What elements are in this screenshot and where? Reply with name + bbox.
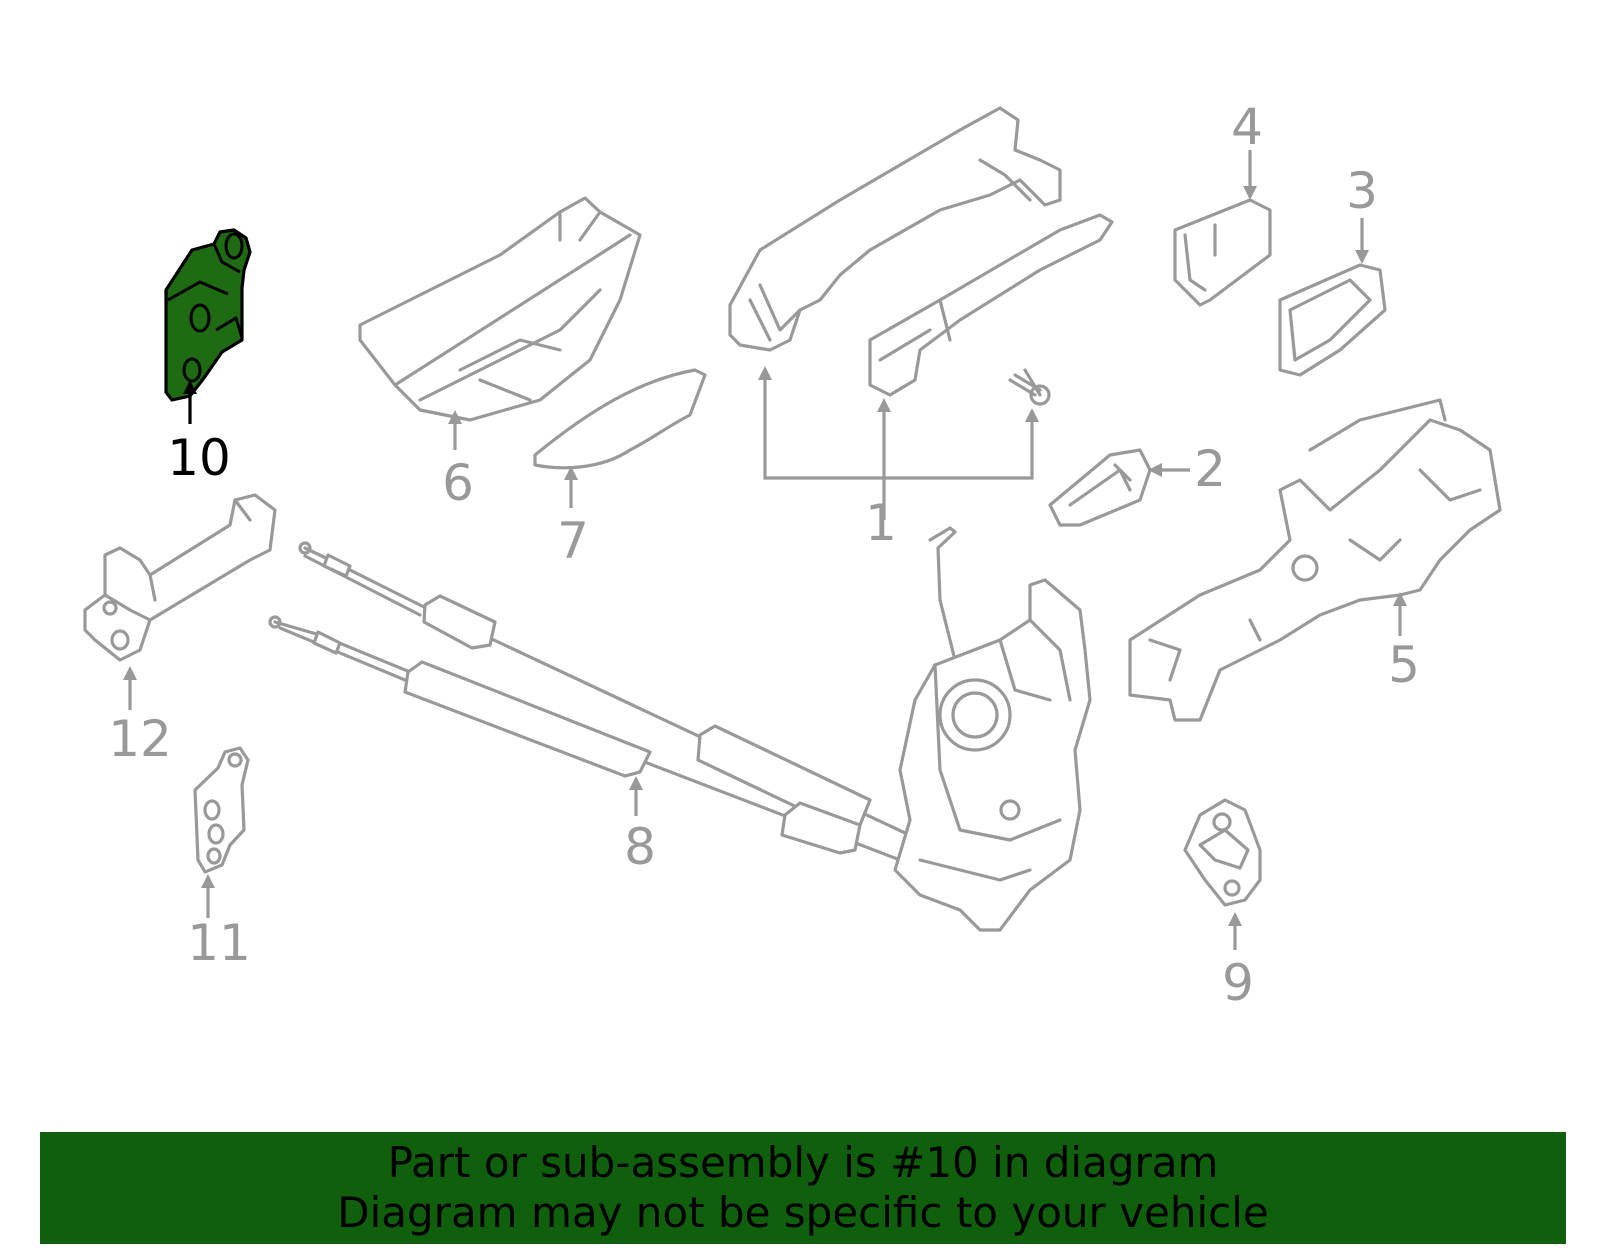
callout-3[interactable]: 3 (1346, 162, 1378, 220)
info-banner: Part or sub-assembly is #10 in diagram D… (40, 1132, 1566, 1244)
callout-10[interactable]: 10 (167, 429, 231, 487)
part-10-highlighted[interactable] (164, 228, 252, 402)
part-7-trim-piece (533, 368, 707, 470)
callout-2[interactable]: 2 (1194, 440, 1226, 498)
part-8-cables (268, 541, 922, 862)
callout-12[interactable]: 12 (108, 710, 172, 768)
leaders-misc (183, 380, 578, 508)
callout-11[interactable]: 11 (187, 914, 251, 972)
callout-8[interactable]: 8 (624, 818, 656, 876)
part-1-leaders (758, 366, 1039, 520)
banner-line-disclaimer: Diagram may not be specific to your vehi… (337, 1188, 1269, 1237)
part-6-handle-bezel (358, 196, 642, 422)
part-3-gasket (1278, 218, 1387, 377)
callout-4[interactable]: 4 (1231, 98, 1263, 156)
part-11-bracket (193, 746, 250, 918)
callout-5[interactable]: 5 (1388, 636, 1420, 694)
part-1-outer-handle (728, 106, 1114, 406)
part-9-striker (1183, 798, 1262, 950)
part-2-cap (1048, 448, 1190, 527)
callout-6[interactable]: 6 (442, 454, 474, 512)
banner-line-part: Part or sub-assembly is #10 in diagram (387, 1138, 1219, 1187)
callout-9[interactable]: 9 (1222, 954, 1254, 1012)
part-4-cover (1173, 150, 1272, 307)
callout-7[interactable]: 7 (557, 512, 589, 570)
door-latch-assembly (893, 526, 1092, 932)
part-12-door-check (83, 493, 277, 710)
callout-1[interactable]: 1 (865, 494, 897, 552)
part-5-reinforcement (1128, 398, 1502, 722)
